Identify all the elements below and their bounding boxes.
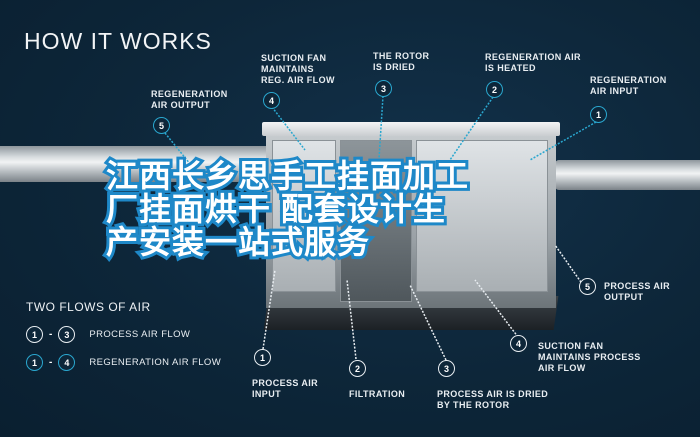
legend-badge-to: 4 <box>58 354 76 371</box>
callout-regeneration-4-badge: 4 <box>263 92 280 109</box>
legend: TWO FLOWS OF AIR 1 - 3 PROCESS AIR FLOW … <box>26 300 221 371</box>
callout-regeneration-air-input-label: REGENERATION AIR INPUT <box>590 75 667 96</box>
page-title: HOW IT WORKS <box>24 28 212 54</box>
callout-rotor-dried-label: THE ROTOR IS DRIED <box>373 51 430 72</box>
callout-regeneration-3-badge: 3 <box>375 80 392 97</box>
callout-regeneration-5-badge: 5 <box>153 117 170 134</box>
machine-top <box>262 122 560 136</box>
legend-badge-to: 3 <box>58 326 76 343</box>
callout-process-3-badge: 3 <box>438 360 455 377</box>
callout-suction-fan-reg-label: SUCTION FAN MAINTAINS REG. AIR FLOW <box>261 53 335 85</box>
left-duct <box>0 146 270 182</box>
machine-panel-left <box>272 140 336 292</box>
callout-regeneration-2-badge: 2 <box>486 81 503 98</box>
callout-regeneration-heated-label: REGENERATION AIR IS HEATED <box>485 52 581 73</box>
dash: - <box>49 329 53 340</box>
callout-regeneration-1-badge: 1 <box>590 106 607 123</box>
legend-label: PROCESS AIR FLOW <box>89 329 191 340</box>
callout-process-air-output-label: PROCESS AIR OUTPUT <box>604 281 671 302</box>
headline-overlay: 江西长乡思手工挂面加工 厂挂面烘干 配套设计生 产安装一站式服务 <box>103 157 471 262</box>
callout-process-4-badge: 4 <box>510 335 527 352</box>
right-duct <box>555 160 700 190</box>
machine-panel-right <box>416 140 548 292</box>
legend-badge-from: 1 <box>26 326 43 343</box>
callout-process-1-badge: 1 <box>254 349 271 366</box>
machine-panel-center <box>340 140 412 302</box>
legend-item-process: 1 - 3 PROCESS AIR FLOW <box>26 326 221 343</box>
legend-title: TWO FLOWS OF AIR <box>26 300 151 314</box>
legend-badge-from: 1 <box>26 354 43 371</box>
legend-label: REGENERATION AIR FLOW <box>89 357 222 368</box>
callout-suction-fan-process-label: SUCTION FAN MAINTAINS PROCESS AIR FLOW <box>538 341 641 373</box>
legend-item-regeneration: 1 - 4 REGENERATION AIR FLOW <box>26 354 221 371</box>
callout-process-dried-label: PROCESS AIR IS DRIED BY THE ROTOR <box>437 389 549 410</box>
callout-process-air-input-label: PROCESS AIR INPUT <box>252 378 319 399</box>
callout-process-2-badge: 2 <box>349 360 366 377</box>
callout-regeneration-air-output-label: REGENERATION AIR OUTPUT <box>151 89 228 110</box>
dash: - <box>49 357 53 368</box>
callout-process-5-badge: 5 <box>579 278 596 295</box>
callout-filtration-label: FILTRATION <box>349 389 406 399</box>
